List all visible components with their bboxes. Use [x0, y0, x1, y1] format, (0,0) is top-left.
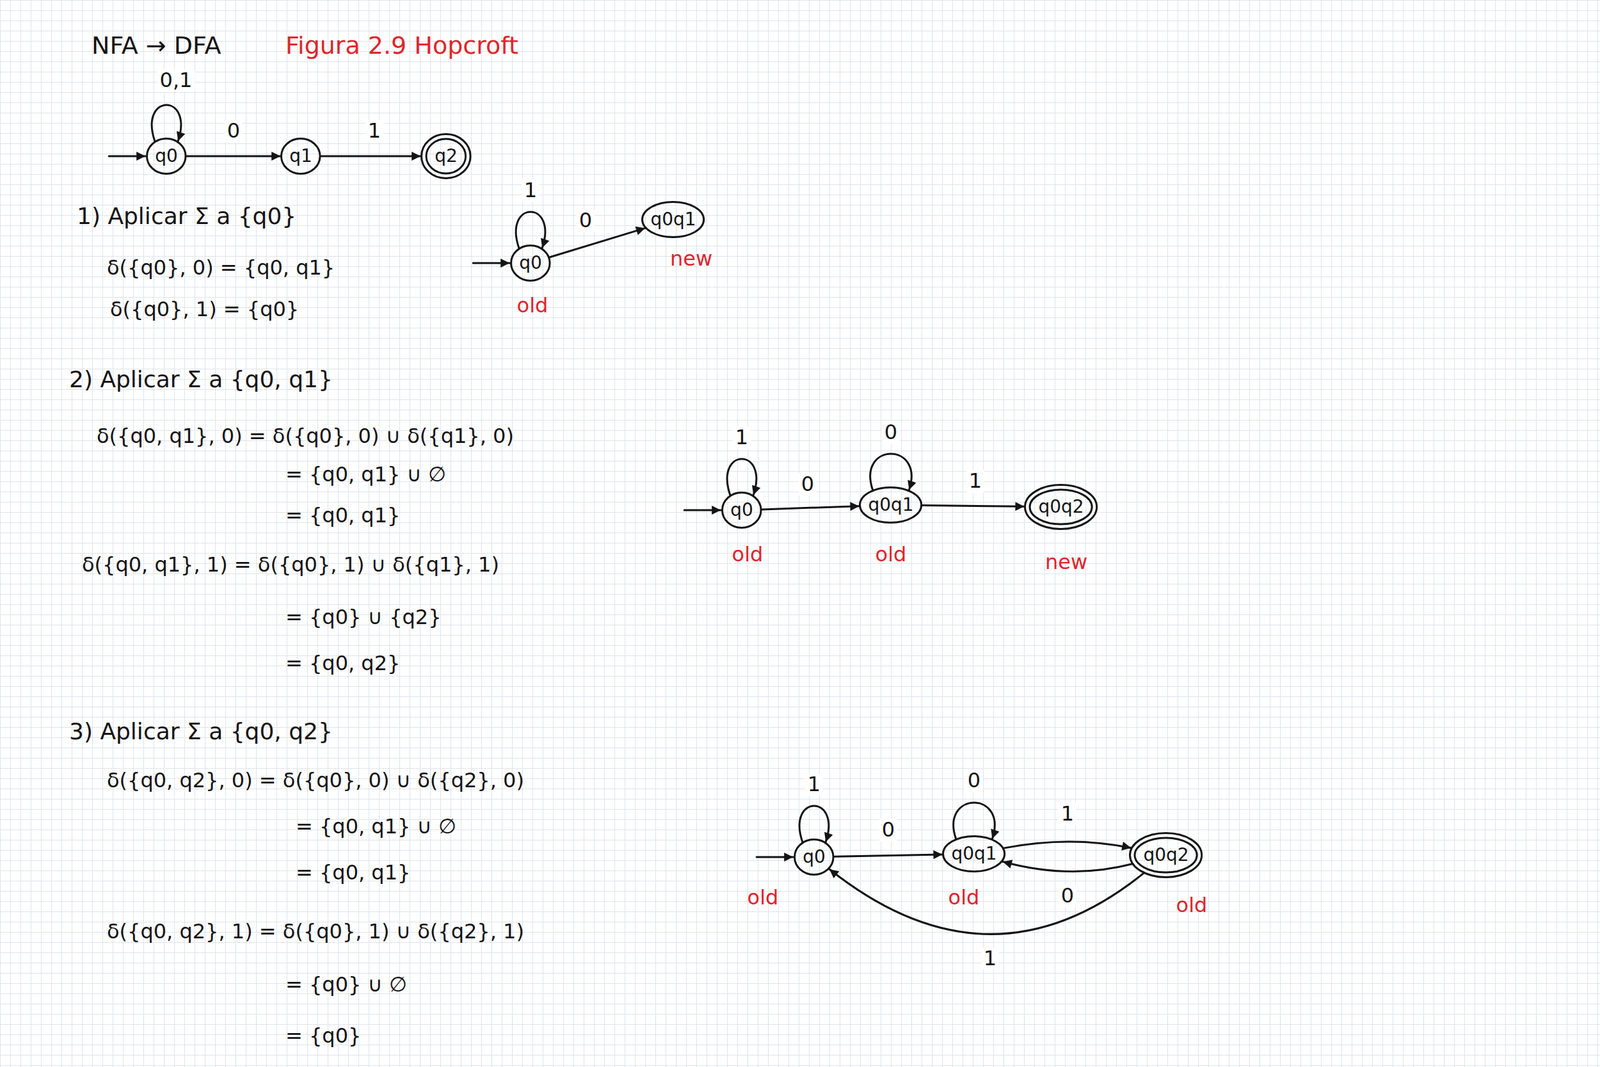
- state-tag: old: [747, 885, 779, 910]
- state-ring: [426, 138, 466, 174]
- equation: = {q0} ∪ ∅: [285, 972, 408, 997]
- accepting-state: q2: [420, 133, 472, 180]
- transition-symbol: 1: [805, 773, 824, 796]
- equation: δ({q0}, 0) = {q0, q1}: [106, 256, 335, 280]
- title: NFA → DFA: [91, 32, 221, 61]
- start-arrow: [108, 155, 146, 158]
- state-circle: q0: [793, 838, 835, 876]
- state-circle: q0: [721, 491, 763, 529]
- state-ring: [421, 134, 472, 179]
- transition-arrow: [321, 155, 421, 158]
- equation: = {q0} ∪ {q2}: [285, 605, 442, 630]
- equation: = {q0, q1}: [285, 503, 400, 528]
- state-name: q0: [730, 500, 754, 521]
- transition-arrow: [549, 227, 646, 257]
- transition-arrow: [762, 506, 860, 510]
- self-loop: [799, 805, 829, 842]
- equation: δ({q0, q2}, 1) = δ({q0}, 1) ∪ δ({q2}, 1): [106, 919, 525, 944]
- equation: = {q0, q1} ∪ ∅: [295, 814, 457, 839]
- transition-arrow: [834, 854, 943, 857]
- transition-arrow: [186, 155, 281, 158]
- state-name: q0q2: [1143, 845, 1189, 866]
- state-circle: q0q1: [858, 486, 923, 524]
- state-name: q0q1: [951, 844, 997, 864]
- state-circle: q0: [145, 137, 187, 175]
- state-circle: q1: [280, 137, 322, 175]
- equation: = {q0, q1} ∪ ∅: [285, 462, 447, 487]
- state-ring: [1134, 837, 1197, 873]
- state-ring: [642, 202, 704, 238]
- state-ring: [943, 836, 1005, 872]
- step-heading: 2) Aplicar Σ a {q0, q1}: [69, 366, 333, 393]
- state-name: q0: [802, 847, 826, 868]
- state-tag: old: [1176, 893, 1208, 918]
- state-ring: [511, 245, 551, 281]
- transition-symbol: 0: [965, 769, 984, 792]
- transition-arrow: [829, 869, 1144, 934]
- state-tag: new: [670, 247, 713, 271]
- transition-symbol: 0: [879, 818, 898, 841]
- state-ring: [1025, 485, 1097, 530]
- equation: δ({q0, q1}, 0) = δ({q0}, 0) ∪ δ({q1}, 0): [96, 424, 514, 448]
- transition-symbol: 0: [576, 209, 595, 232]
- equation: = {q0, q2}: [285, 651, 400, 676]
- equation: δ({q0, q1}, 1) = δ({q0}, 1) ∪ δ({q1}, 1): [81, 552, 500, 577]
- step-heading: 3) Aplicar Σ a {q0, q2}: [69, 718, 333, 745]
- transition-arrow: [922, 505, 1025, 507]
- state-tag: old: [732, 542, 764, 567]
- transition-symbol: 1: [1058, 802, 1077, 825]
- state-tag: new: [1045, 550, 1088, 575]
- equation: δ({q0}, 1) = {q0}: [110, 297, 299, 322]
- state-name: q0q1: [867, 495, 914, 516]
- state-ring: [281, 138, 321, 175]
- transition-symbol: 1: [966, 469, 985, 493]
- state-ring: [860, 487, 922, 523]
- state-name: q0: [154, 146, 178, 167]
- transition-arrow: [1004, 841, 1131, 848]
- transition-symbol: 0: [798, 472, 817, 496]
- equation: = {q0, q1}: [295, 860, 411, 885]
- step-heading: 1) Aplicar Σ a {q0}: [76, 202, 297, 230]
- state-tag: old: [875, 542, 907, 567]
- transition-symbol: 1: [521, 179, 540, 202]
- state-name: q1: [289, 146, 313, 167]
- state-name: q0q2: [1038, 497, 1084, 518]
- self-loop: [870, 453, 912, 490]
- transition-symbol: 0: [224, 119, 243, 143]
- state-ring: [147, 138, 187, 175]
- start-arrow: [684, 509, 721, 512]
- transition-symbol: 0: [881, 421, 900, 444]
- state-name: q0: [519, 253, 543, 274]
- state-circle: q0: [510, 244, 552, 282]
- self-loop: [515, 211, 546, 248]
- transition-symbol: 0,1: [157, 69, 196, 92]
- transition-arrow: [1002, 861, 1133, 872]
- self-loop: [727, 458, 757, 495]
- self-loop: [953, 802, 996, 839]
- state-circle: q0q1: [641, 200, 705, 239]
- state-ring: [722, 492, 762, 528]
- self-loop: [151, 104, 182, 141]
- accepting-state: q0q2: [1024, 483, 1098, 530]
- transition-symbol: 0: [1058, 884, 1077, 907]
- figure-reference: Figura 2.9 Hopcroft: [285, 32, 519, 61]
- start-arrow: [472, 262, 510, 265]
- state-name: q0q1: [650, 209, 696, 230]
- equation: = {q0}: [285, 1024, 361, 1048]
- transition-symbol: 1: [365, 119, 384, 143]
- equation: δ({q0, q2}, 0) = δ({q0}, 0) ∪ δ({q2}, 0): [106, 768, 525, 793]
- state-ring: [1029, 489, 1092, 525]
- transition-symbol: 1: [981, 947, 1000, 970]
- state-tag: old: [948, 885, 980, 910]
- state-circle: q0q1: [942, 835, 1006, 873]
- start-arrow: [756, 856, 793, 859]
- state-ring: [794, 839, 834, 875]
- state-ring: [1130, 833, 1202, 878]
- state-tag: old: [517, 293, 549, 318]
- accepting-state: q0q2: [1128, 832, 1203, 879]
- state-name: q2: [434, 146, 458, 167]
- transition-symbol: 1: [732, 426, 751, 449]
